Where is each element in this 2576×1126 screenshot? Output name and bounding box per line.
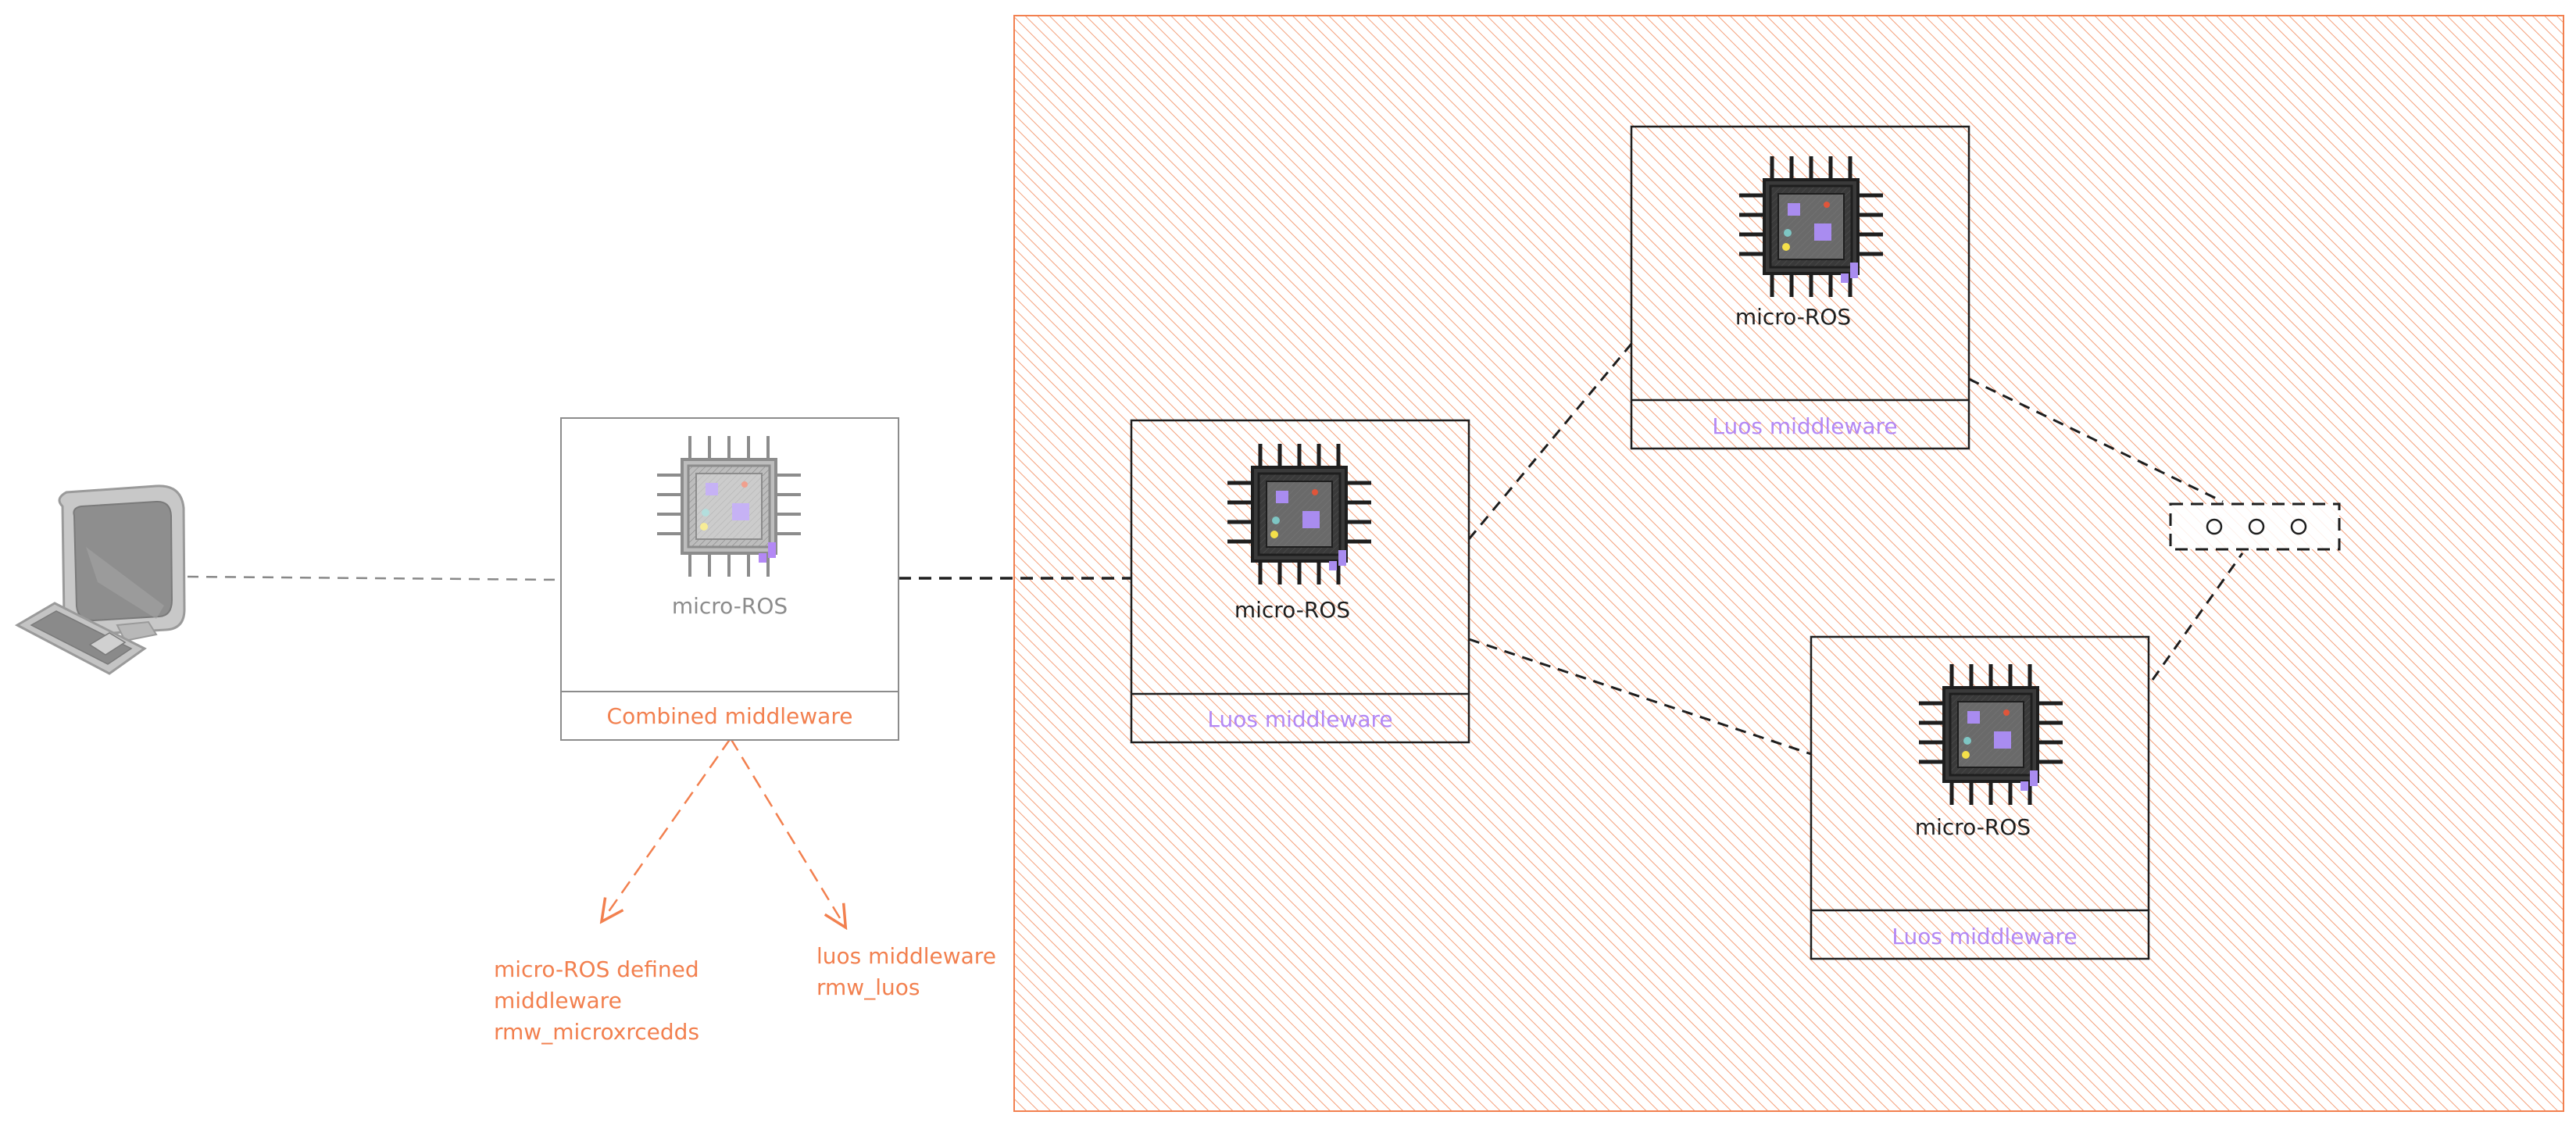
ellipsis-icon xyxy=(2169,502,2341,551)
luos-note-line-2: rmw_luos xyxy=(816,974,920,1000)
more-nodes-dot xyxy=(2290,518,2307,535)
luos-note-line-1: luos middleware xyxy=(816,943,996,969)
luos-node-3-chip-label: micro-ROS xyxy=(1915,814,2031,840)
gateway-chip-label: micro-ROS xyxy=(672,593,788,619)
more-nodes-box xyxy=(2169,502,2341,551)
microros-middleware-note: micro-ROS defined middleware rmw_microxr… xyxy=(494,956,706,1045)
node2-more-link xyxy=(1968,377,2224,503)
luos-node-2: micro-ROS Luos middleware xyxy=(1630,125,1970,450)
luos-node-1-box xyxy=(1130,419,1470,744)
node1-node2-link xyxy=(1467,343,1633,540)
luos-node-1-middleware-label: Luos middleware xyxy=(1207,706,1392,732)
more-nodes-dot xyxy=(2248,518,2265,535)
luos-node-2-box xyxy=(1630,125,1970,450)
microros-note-line-3: rmw_microxrcedds xyxy=(494,1019,699,1045)
luos-middleware-note: luos middleware rmw_luos xyxy=(816,943,1003,1000)
more-nodes-dot xyxy=(2206,518,2223,535)
microros-note-line-2: middleware xyxy=(494,988,622,1013)
arrow-to-luos-middleware xyxy=(729,738,840,918)
node3-more-link xyxy=(2151,552,2244,681)
computer-gateway-link xyxy=(187,575,562,581)
node1-node3-link xyxy=(1468,638,1812,756)
arrow-to-microros-middleware xyxy=(608,738,732,913)
microros-note-line-1: micro-ROS defined xyxy=(494,956,699,982)
gateway-middleware-label: Combined middleware xyxy=(607,703,853,729)
luos-node-1-chip-label: micro-ROS xyxy=(1234,597,1350,623)
luos-node-3-middleware-label: Luos middleware xyxy=(1892,924,2077,949)
luos-node-2-chip-label: micro-ROS xyxy=(1735,304,1851,330)
gateway-node: micro-ROS Combined middleware xyxy=(560,417,899,741)
desktop-computer-icon xyxy=(14,484,186,675)
luos-node-3: micro-ROS Luos middleware xyxy=(1810,635,2150,960)
luos-node-1: micro-ROS Luos middleware xyxy=(1130,419,1470,744)
luos-node-3-box xyxy=(1810,635,2150,960)
luos-node-2-middleware-label: Luos middleware xyxy=(1712,413,1897,439)
